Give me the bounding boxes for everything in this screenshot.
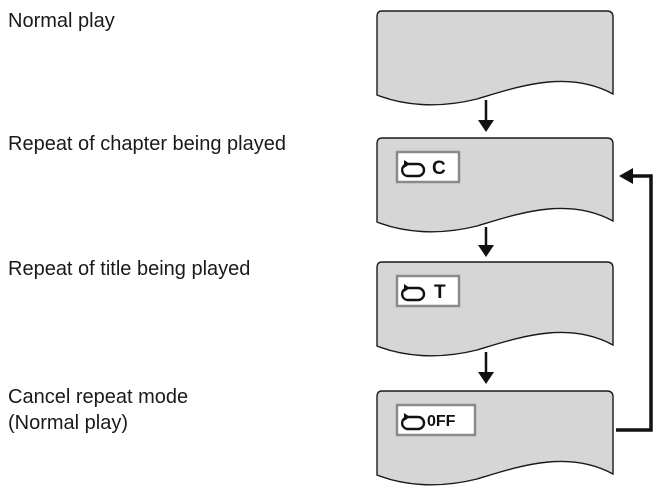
step-label-repeat-title: Repeat of title being played: [8, 258, 251, 280]
screen-body: [376, 10, 614, 106]
arrow-down-1: [478, 100, 494, 132]
repeat-icon: [400, 284, 426, 302]
screen-repeat-off: 0FF: [376, 390, 614, 486]
repeat-icon: [400, 160, 426, 178]
osd-box-chapter: C: [395, 150, 461, 184]
step-label-cancel-repeat: Cancel repeat mode: [8, 386, 189, 408]
screen-normal-play: [376, 10, 614, 106]
arrow-down-2: [478, 227, 494, 257]
loop-arrow: [616, 168, 653, 432]
step-label-cancel-repeat-note: (Normal play): [8, 412, 129, 434]
osd-box-off: 0FF: [395, 403, 477, 437]
screen-repeat-title: T: [376, 261, 614, 357]
osd-text-chapter: C: [432, 158, 446, 179]
repeat-icon: [400, 413, 426, 431]
step-label-normal-play: Normal play: [8, 10, 115, 32]
osd-text-off: 0FF: [427, 413, 456, 430]
step-label-repeat-chapter: Repeat of chapter being played: [8, 133, 286, 155]
screen-repeat-chapter: C: [376, 137, 614, 233]
osd-text-title: T: [434, 282, 446, 303]
arrow-down-3: [478, 352, 494, 384]
osd-box-title: T: [395, 274, 461, 308]
